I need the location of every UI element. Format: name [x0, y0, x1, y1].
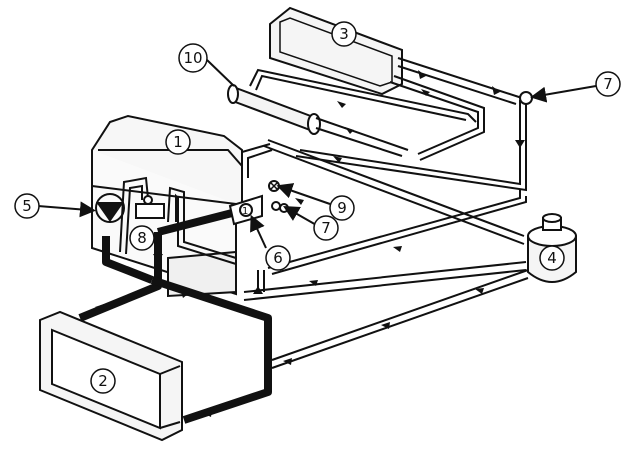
- valve-top-right: [519, 91, 533, 105]
- callout-filter-cylinder: 10: [178, 43, 208, 73]
- callout-leaders: [37, 59, 597, 249]
- callout-bypass-block: 8: [129, 225, 155, 251]
- flow-arrows: [95, 70, 525, 417]
- callout-radiator: 2: [90, 368, 116, 394]
- svg-text:1: 1: [173, 133, 183, 151]
- svg-text:8: 8: [137, 229, 147, 247]
- sensor-small: [271, 201, 289, 213]
- svg-text:3: 3: [339, 25, 349, 43]
- svg-text:10: 10: [183, 49, 202, 67]
- svg-text:5: 5: [22, 197, 32, 215]
- filter-cylinder: [227, 84, 321, 135]
- callout-sensor-small: 7: [313, 215, 339, 241]
- svg-text:7: 7: [603, 75, 613, 93]
- svg-text:6: 6: [273, 249, 283, 267]
- svg-text:4: 4: [547, 249, 557, 267]
- svg-text:9: 9: [337, 199, 347, 217]
- callout-valve-top-right: 7: [595, 71, 621, 97]
- thick-hoses: [78, 208, 272, 424]
- callout-valve-left: 5: [14, 193, 40, 219]
- callout-heater-core: 3: [331, 21, 357, 47]
- callout-reservoir: 4: [539, 245, 565, 271]
- svg-text:1: 1: [242, 206, 248, 217]
- callout-engine: 1: [165, 129, 191, 155]
- bypass-block: [135, 195, 165, 219]
- temp-sender: [268, 180, 280, 192]
- callout-temp-sender: 9: [329, 195, 355, 221]
- valve-left: [95, 193, 125, 223]
- svg-text:7: 7: [321, 219, 331, 237]
- callout-pump: 6: [265, 245, 291, 271]
- svg-text:2: 2: [98, 372, 108, 390]
